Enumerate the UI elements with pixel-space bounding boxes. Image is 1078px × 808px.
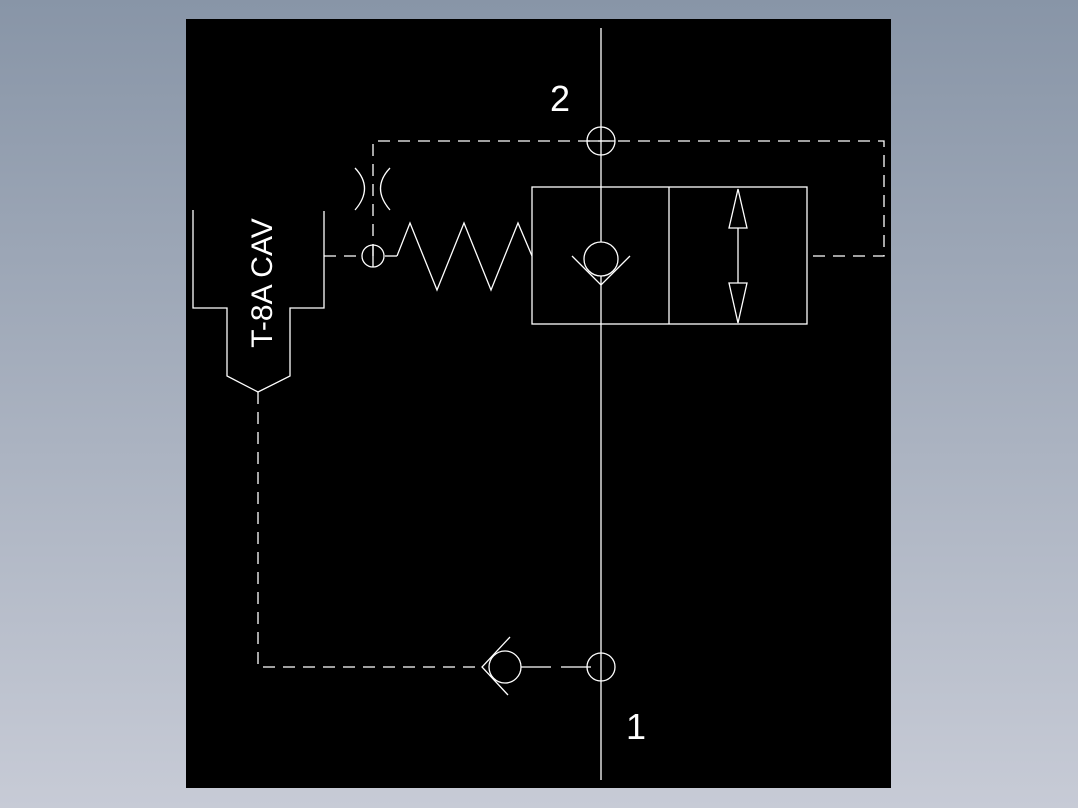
port-1-label: 1 — [626, 706, 646, 747]
port-2-label: 2 — [550, 78, 570, 119]
drain-line — [257, 392, 482, 668]
spring-symbol — [396, 221, 533, 292]
port-1-junction — [586, 652, 616, 682]
orifice-symbol — [354, 167, 391, 211]
pilot-line-top — [372, 140, 885, 257]
drawing-area — [186, 19, 891, 788]
double-arrow-icon — [728, 188, 748, 324]
cavity-label: T-8A CAV — [246, 218, 279, 348]
valve-spool-box — [531, 186, 808, 325]
check-valve-symbol — [571, 241, 631, 286]
